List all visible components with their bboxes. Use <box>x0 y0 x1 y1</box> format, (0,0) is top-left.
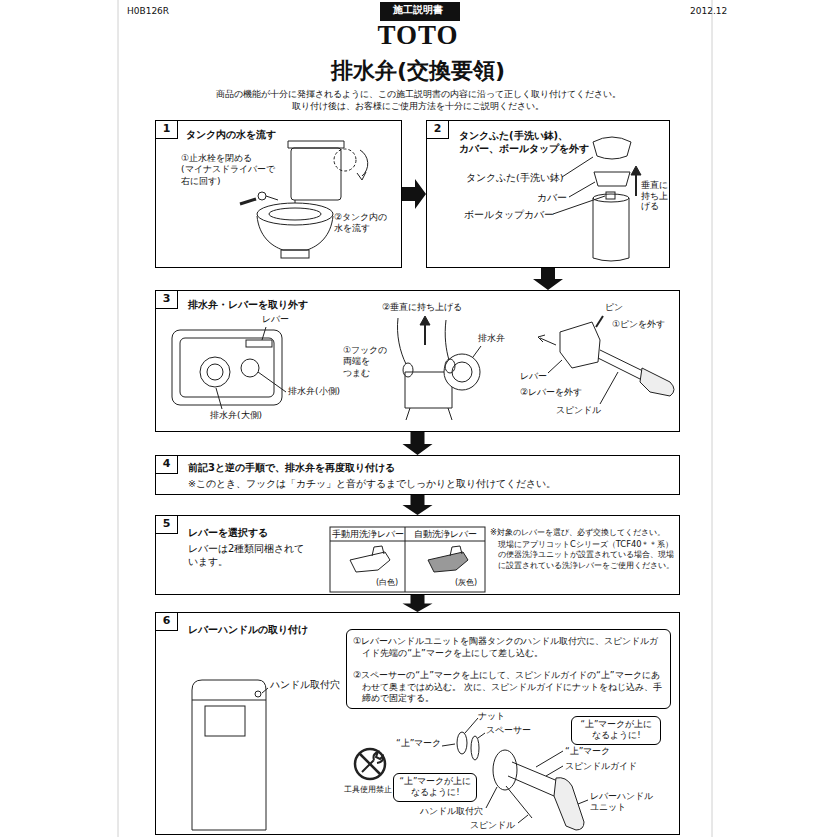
node-text: “上”マークが上に なるように! <box>398 776 473 797</box>
doc-code: H0B126R <box>127 6 169 17</box>
callout-label: レバー <box>262 314 289 325</box>
node-text: ②スペーサーの“上”マークを上にして、スピンドルガイドの“上”マークにあわせて奥… <box>353 669 662 704</box>
callout-label: スピンドル <box>556 405 601 416</box>
callout-label: ②レバーを外す <box>520 387 582 398</box>
callout-box: “上”マークが上に なるように! <box>571 716 661 745</box>
callout-box: “上”マークが上に なるように! <box>393 773 477 802</box>
step-box: 前記3と逆の手順で、排水弁を再度取り付ける ※このとき、フックは「カチッ」と音がす… <box>155 455 680 495</box>
callout-label: ②タンク内の 水を流す <box>334 212 391 235</box>
node-text: ※このとき、フックは「カチッ」と音がするまでしっかりと取り付けてください。 <box>188 478 556 490</box>
step-number: 4 <box>155 455 178 474</box>
step-number-text: 4 <box>156 457 177 471</box>
callout-label: 工具使用禁止 <box>344 785 392 794</box>
callout-label: ※対象のレバーを選び、必ず交換してください。 <box>490 527 665 537</box>
intro-text: 商品の機能が十分に発揮されるように、この施工説明書の内容に沿って正しく取り付けて… <box>168 88 668 100</box>
callout-label: レバーハンドル ユニット <box>590 791 656 814</box>
callout-label: “上”マーク <box>565 746 610 757</box>
intro-text: 取り付け後は、お客様にご使用方法を十分にご説明ください。 <box>168 100 668 112</box>
flow-arrow <box>403 495 433 515</box>
step-number-text: 1 <box>156 122 177 136</box>
step-heading: 前記3と逆の手順で、排水弁を再度取り付ける <box>188 462 395 475</box>
step-heading: レバーハンドルの取り付け <box>188 624 308 637</box>
step-number: 5 <box>155 515 178 534</box>
step-number: 1 <box>155 120 178 139</box>
node-text: レバーは2種類同梱されて います。 <box>188 543 308 568</box>
callout-label: (灰色) <box>455 578 477 588</box>
callout-label: 垂直に 持ち上 げる <box>641 180 671 212</box>
step-box: レバーハンドルの取り付け 6 ①レバーハンドルユニットを陶器タンクのハンドル取付穴に… <box>155 612 680 835</box>
callout-label: ナット <box>478 711 505 722</box>
callout-label: タンクふた(手洗い鉢) <box>466 172 563 184</box>
callout-label: 手動用洗浄レバー <box>331 529 405 540</box>
step-number: 2 <box>426 120 449 139</box>
step-number: 3 <box>155 290 178 309</box>
step-box: タンク内の水を流す 1 <box>155 120 402 268</box>
step-heading: 排水弁・レバーを取り外す <box>188 299 308 312</box>
step-heading: レバーを選択する <box>188 527 268 540</box>
callout-label: ハンドル取付穴 <box>420 806 483 817</box>
title: 排水弁(交換要領) <box>218 58 618 84</box>
callout-label: スピンドルガイド <box>565 761 637 772</box>
doc-code: 2012.12 <box>690 6 727 17</box>
callout-label: スペーサー <box>486 725 531 736</box>
step-number-text: 3 <box>156 292 177 306</box>
header-badge: 施工説明書 <box>380 2 460 21</box>
callout-label: 排水弁(小側) <box>288 386 340 397</box>
callout-label: ボールタップカバー <box>464 209 554 221</box>
callout-label: スピンドル <box>470 820 515 831</box>
flow-arrow <box>533 268 563 290</box>
callout-label: ハンドル取付穴 <box>270 679 340 691</box>
step-number: 6 <box>155 612 178 631</box>
step-heading: タンク内の水を流す <box>186 129 276 142</box>
callout-label: ①ピンを外す <box>612 319 665 330</box>
callout-label: “上”マーク <box>396 738 441 749</box>
callout-label: 自動洗浄レバー <box>406 529 484 540</box>
callout-label: 現場にアプリコットCシリーズ（TCF40＊＊系）の便器洗浄ユニットが設置されてい… <box>498 539 678 570</box>
callout-label: カバー <box>537 192 567 204</box>
callout-label: 排水弁(大側) <box>210 410 262 421</box>
brand-logo: TOTO <box>370 22 466 49</box>
step-number-text: 2 <box>427 122 448 136</box>
flow-arrow <box>403 432 433 455</box>
step-heading: タンクふた(手洗い鉢)、 カバー、ボールタップを外す <box>459 130 592 155</box>
node-text: ①レバーハンドルユニットを陶器タンクのハンドル取付穴に、スピンドルガイド先端の“… <box>353 635 662 658</box>
flow-arrow <box>403 595 433 612</box>
node-text: 施工説明書 <box>380 4 456 17</box>
callout-label: ピン <box>605 302 623 313</box>
callout-label: レバー <box>520 371 547 382</box>
step-number-text: 5 <box>156 517 177 531</box>
flow-arrow <box>402 179 426 209</box>
step-number-text: 6 <box>156 614 177 628</box>
callout-label: (白色) <box>376 578 398 588</box>
callout-label: ②垂直に持ち上げる <box>382 302 462 313</box>
node-text: “上”マークが上に なるように! <box>579 719 654 740</box>
callout-label: ①フックの 両端を つまむ <box>343 345 391 379</box>
callout-label: 排水弁 <box>478 333 505 344</box>
callout-label: ①止水栓を閉める (マイナスドライバーで 右に回す) <box>181 153 278 187</box>
instruction-box: ①レバーハンドルユニットを陶器タンクのハンドル取付穴に、スピンドルガイド先端の“… <box>346 629 671 709</box>
